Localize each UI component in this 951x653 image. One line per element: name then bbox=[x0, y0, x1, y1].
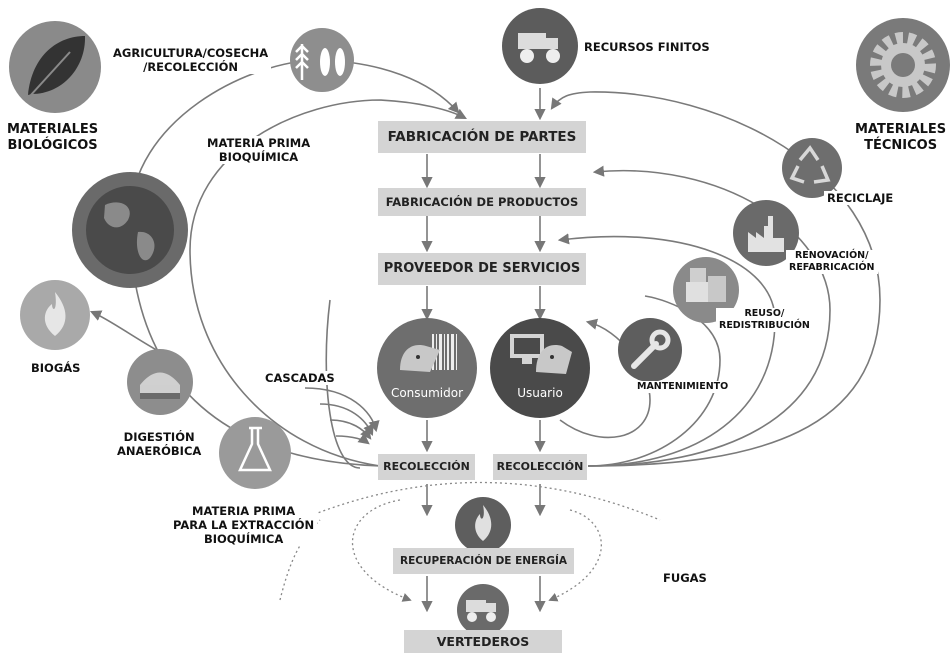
flow-lines bbox=[89, 59, 881, 613]
monitor-icon bbox=[510, 334, 572, 374]
recycling-label: RECICLAJE bbox=[824, 191, 897, 205]
wrench-icon bbox=[618, 318, 682, 382]
flask-icon bbox=[219, 417, 291, 489]
wheat-fish-icon bbox=[290, 28, 354, 92]
biochemical-feedstock-label: MATERIA PRIMA BIOQUÍMICA bbox=[204, 136, 314, 164]
extraction-feedstock-label: MATERIA PRIMA PARA LA EXTRACCIÓN BIOQUÍM… bbox=[170, 504, 318, 546]
factory-icon bbox=[733, 200, 799, 266]
leakage-label: FUGAS bbox=[660, 571, 710, 585]
maintenance-label: MANTENIMIENTO bbox=[634, 381, 732, 393]
consumer-label: Consumidor bbox=[390, 386, 464, 400]
technical-materials-title: MATERIALES TÉCNICOS bbox=[852, 122, 950, 154]
stage-landfill: VERTEDEROS bbox=[404, 630, 562, 653]
energy-flame-icon bbox=[455, 497, 511, 553]
leakage-arcs bbox=[279, 481, 661, 602]
cascades-label: CASCADAS bbox=[262, 371, 338, 385]
biological-materials-title: MATERIALES BIOLÓGICOS bbox=[4, 122, 102, 154]
landfill-truck-icon bbox=[457, 584, 509, 636]
finite-resources-label: RECURSOS FINITOS bbox=[581, 40, 713, 54]
recycle-icon bbox=[782, 138, 842, 198]
globe-icon bbox=[72, 172, 188, 288]
stage-products: FABRICACIÓN DE PRODUCTOS bbox=[378, 188, 586, 216]
barcode-icon bbox=[400, 334, 457, 372]
flame-icon bbox=[20, 280, 90, 350]
boxes-icon bbox=[673, 257, 739, 323]
digester-icon bbox=[127, 349, 193, 415]
gear-icon bbox=[856, 18, 950, 112]
agriculture-label: AGRICULTURA/COSECHA /RECOLECCIÓN bbox=[110, 46, 272, 74]
stage-collection-left: RECOLECCIÓN bbox=[378, 454, 475, 480]
anaerobic-digestion-label: DIGESTIÓN ANAERÓBICA bbox=[114, 430, 205, 458]
leaf-icon bbox=[9, 21, 101, 113]
stage-services: PROVEEDOR DE SERVICIOS bbox=[378, 253, 586, 285]
stage-parts: FABRICACIÓN DE PARTES bbox=[378, 121, 586, 153]
stage-energy: RECUPERACIÓN DE ENERGÍA bbox=[393, 548, 574, 574]
dump-truck-icon bbox=[502, 8, 578, 84]
refurbish-label: RENOVACIÓN/ REFABRICACIÓN bbox=[786, 250, 878, 274]
stage-collection-right: RECOLECCIÓN bbox=[493, 454, 587, 480]
user-label: Usuario bbox=[517, 386, 563, 400]
reuse-label: REUSO/ REDISTRIBUCIÓN bbox=[716, 308, 813, 332]
biogas-label: BIOGÁS bbox=[28, 361, 84, 375]
